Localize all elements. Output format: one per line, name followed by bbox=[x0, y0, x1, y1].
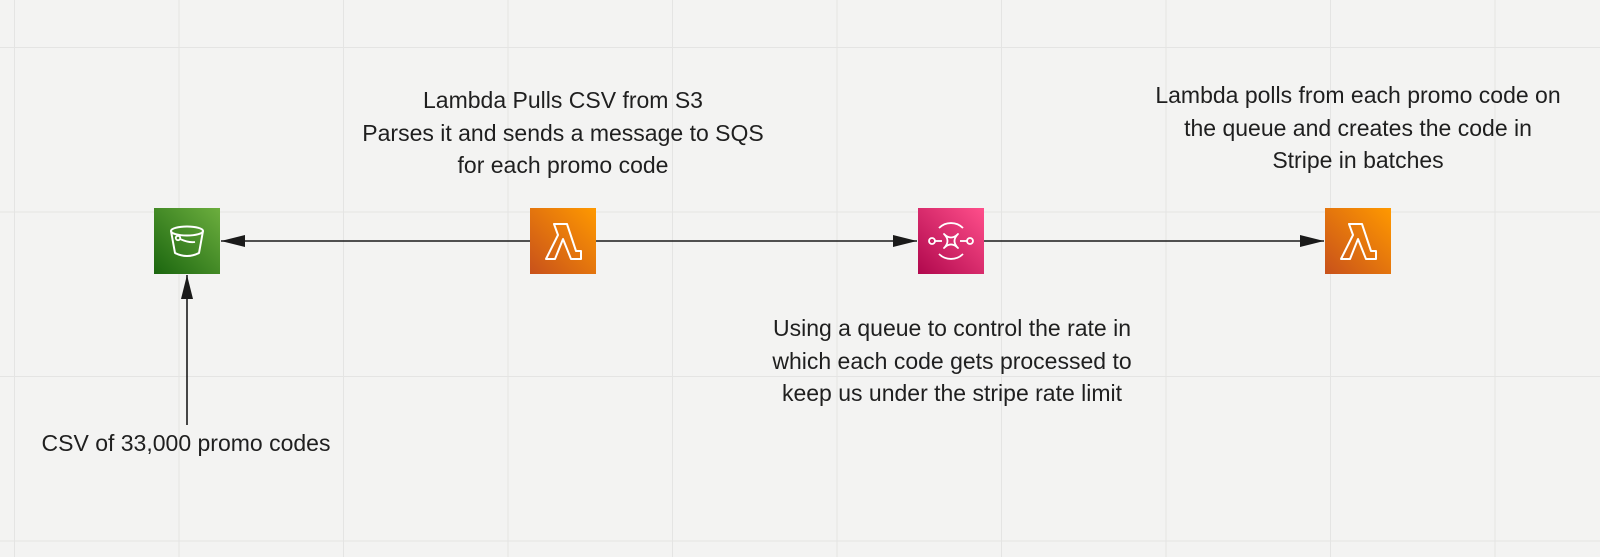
lambda-parser-node[interactable] bbox=[530, 208, 596, 274]
s3-bucket-node[interactable] bbox=[154, 208, 220, 274]
lambda-icon bbox=[1340, 223, 1377, 260]
sqs-queue-node[interactable] bbox=[918, 208, 984, 274]
lambda-worker-label: Lambda polls from each promo code on the… bbox=[1155, 82, 1561, 173]
lambda-parser-label: Lambda Pulls CSV from S3 Parses it and s… bbox=[362, 87, 764, 178]
csv-upload-label: CSV of 33,000 promo codes bbox=[41, 430, 331, 456]
sqs-queue-label: Using a queue to control the rate in whi… bbox=[772, 315, 1132, 406]
s3-bucket-icon bbox=[170, 225, 204, 257]
sqs-queue-icon bbox=[928, 222, 974, 260]
lambda-worker-node[interactable] bbox=[1325, 208, 1391, 274]
lambda-icon bbox=[545, 223, 582, 260]
